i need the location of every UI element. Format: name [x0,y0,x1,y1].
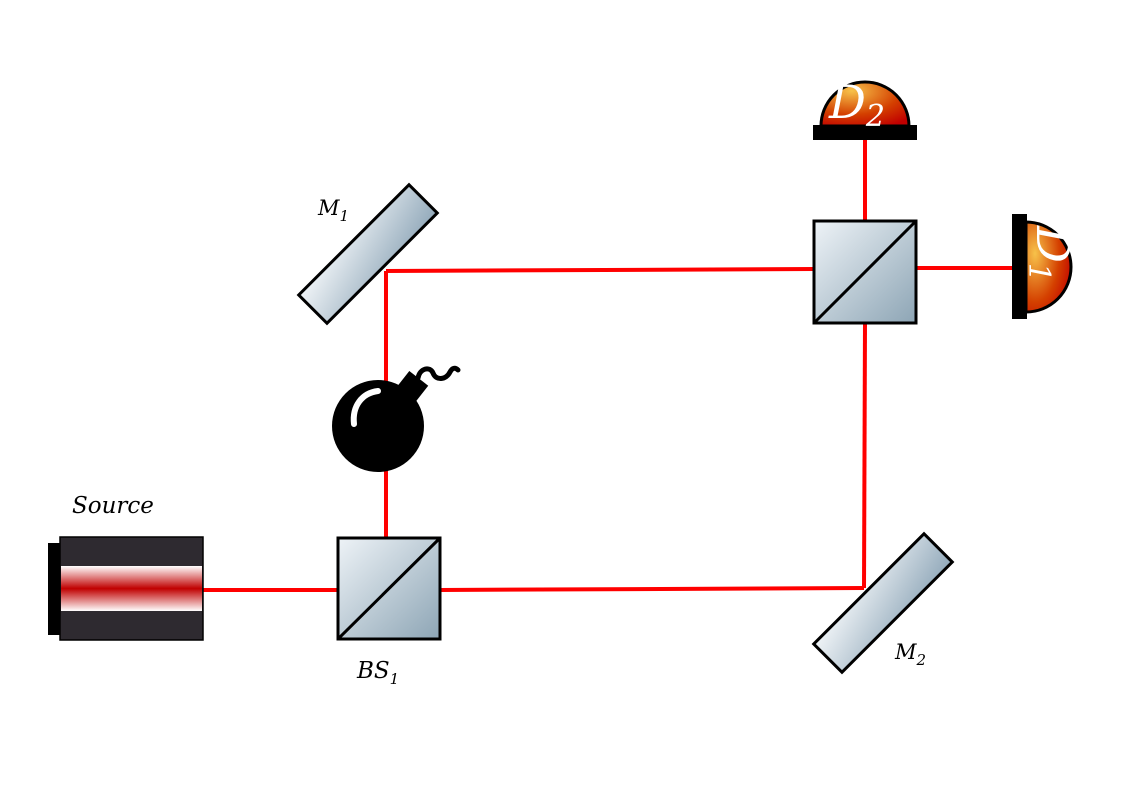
beam-paths [203,138,1014,592]
d1-label: D1 [1021,225,1080,282]
m2-label: M2 [894,640,926,669]
beam-m2-to-bs2 [862,322,867,589]
source-label: Source [72,493,154,519]
beam-bs1-to-m2 [439,586,865,592]
detector-d1 [1012,214,1073,319]
m1-label: M1 [317,196,349,225]
mirror-m1 [296,182,440,326]
beam-m1-to-bs2 [385,267,815,273]
source-laser-window [61,566,202,611]
source-back-plate [48,543,61,635]
mirror-m2 [811,531,955,675]
beam-splitter-bs2 [812,219,918,325]
beam-splitter-bs1 [336,536,442,641]
bomb-icon [332,365,461,472]
d2-label: D2 [828,75,885,134]
light-source [48,536,204,641]
bs1-label: BS1 [356,658,399,688]
detector-d2 [813,80,917,140]
